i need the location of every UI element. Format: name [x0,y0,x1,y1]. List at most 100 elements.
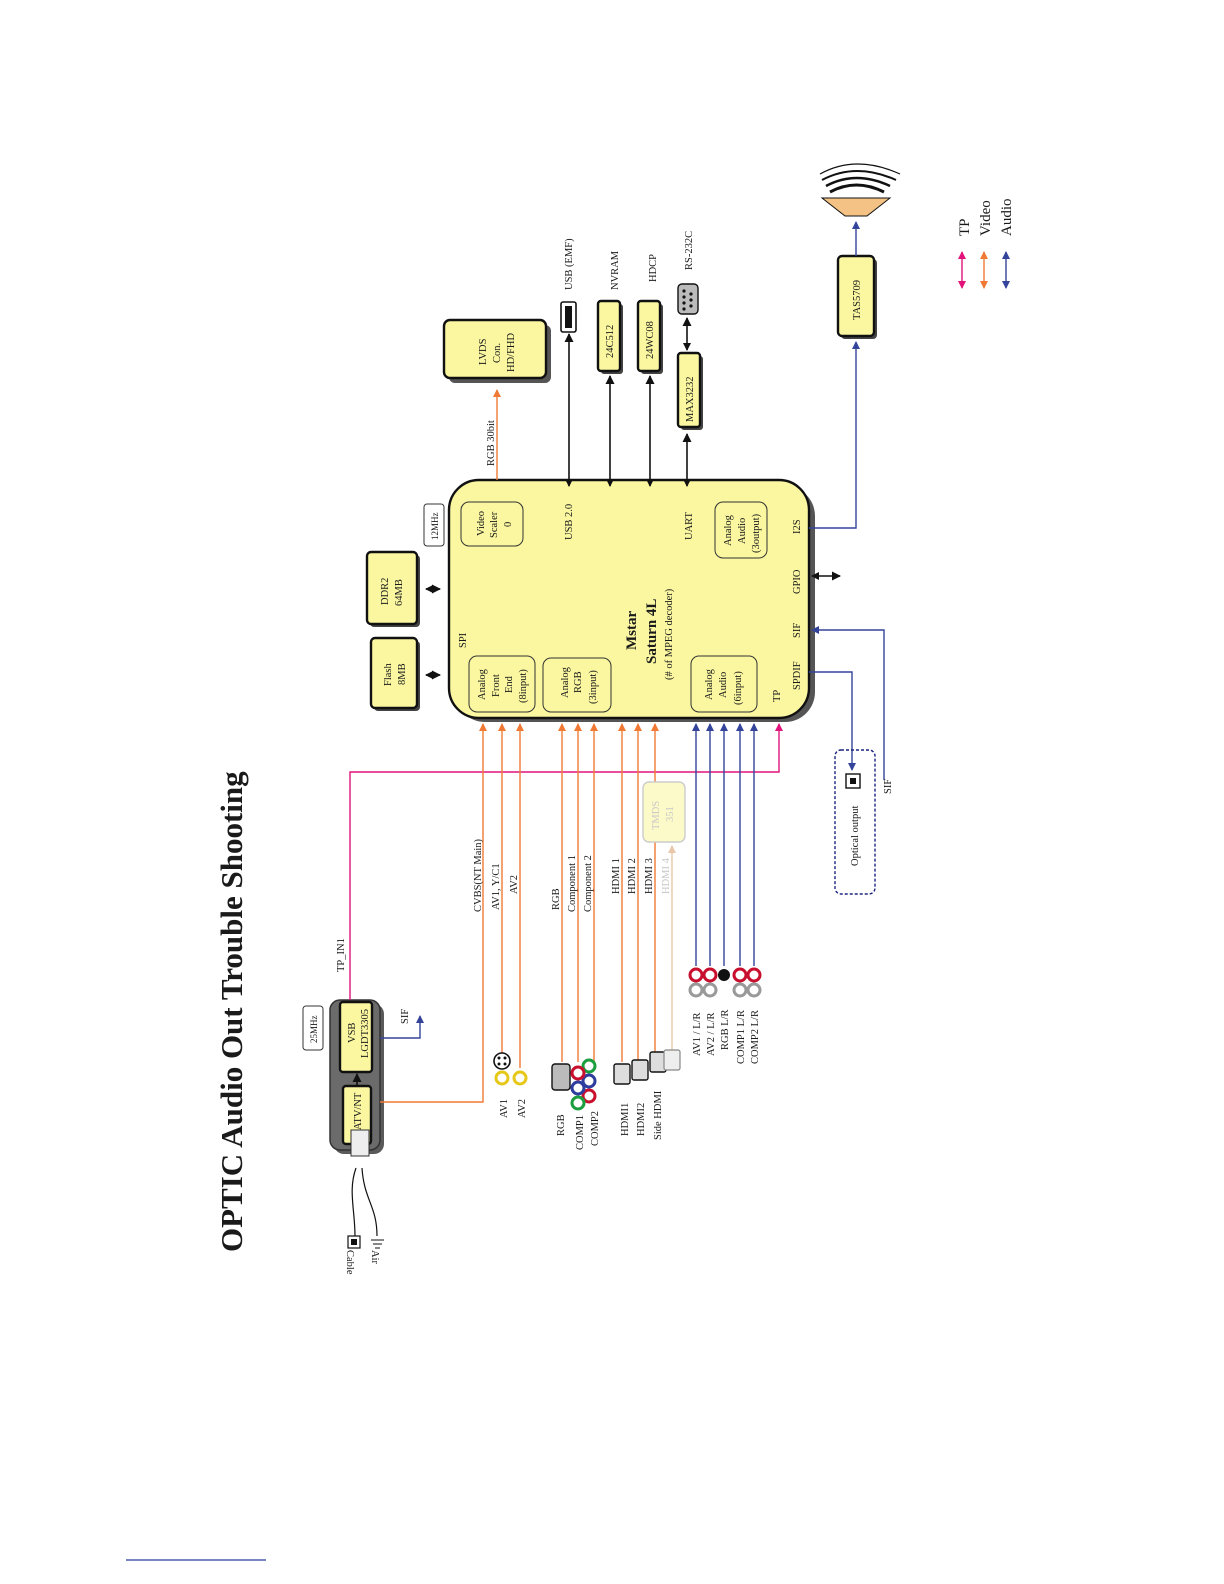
video-in-rgb: RGB [551,888,562,910]
port-gpio: GPIO [792,569,803,594]
crystal-12mhz [423,503,445,547]
port-i2s: I2S [792,519,803,534]
conn-hdmi2: HDMI2 [636,1103,647,1136]
main-chip-name: Mstar [624,611,640,650]
video-in-av2: AV2 [509,875,520,894]
usb-label: USB (EMF) [564,238,575,290]
video-scaler-label-2: Scaler [489,511,500,538]
video-in-comp1: Component 1 [567,855,578,912]
lvds-label-3: HD/FHD [506,332,517,372]
audio-out-label-1: Analog [723,514,734,546]
port-spi: SPI [458,632,469,648]
comp2-audio-r-icon [746,967,762,983]
conn-av2: AV2 [517,1099,528,1118]
av1-audio-l-icon [688,982,704,998]
av2-audio-r-icon [702,967,718,983]
comp1-audio-l-icon [732,982,748,998]
audio-in-av2: AV2 / L/R [706,1012,717,1056]
front-end-block [468,655,536,713]
antenna-air-label: Air [369,1250,380,1265]
hdmi2-connector-icon [631,1059,649,1081]
rgb30-label: RGB 30bit [486,420,497,466]
front-end-label-1: Analog [477,668,488,700]
av2-audio-l-icon [702,982,718,998]
video-in-comp2: Component 2 [583,855,594,912]
tmds-switch [642,781,686,843]
av1-audio-r-icon [688,967,704,983]
ddr-label-2: 64MB [394,579,405,606]
comp1-pr-icon [581,1088,597,1104]
ddr-label-1: DDR2 [380,578,391,605]
analog-rgb-label-3: (3input) [588,670,599,704]
conn-hdmi1: HDMI1 [620,1103,631,1136]
rs232-label: RS-232C [684,231,695,270]
audio-in-rgb: RGB L/R [720,1009,731,1050]
port-uart: UART [684,511,695,540]
crystal-12mhz-label: 12MHz [430,512,440,540]
tuner-module: ATV/NT VSB LGDT3305 [329,999,384,1157]
port-tp: TP [772,690,783,702]
video-scaler-label-3: 0 [503,522,514,527]
max3232-chip [676,351,702,429]
audio-out-block [714,501,768,559]
optical-output-label: Optical output [850,806,861,866]
audio-out-label-2: Audio [737,518,748,544]
front-end-label-3: End [504,675,515,693]
demod-label-2: LGDT3305 [360,1009,371,1058]
nvram-label: NVRAM [610,250,621,290]
analog-rgb-label-2: RGB [573,671,584,693]
hdcp-label: HDCP [648,254,659,282]
page-title: OPTIC Audio Out Trouble Shooting [214,771,249,1252]
legend-video: Video [978,200,994,236]
av1-rca-icon [494,1070,510,1086]
conn-rgb: RGB [556,1114,567,1136]
antenna-cable-label: Cable [344,1250,355,1275]
hdmi1-connector-icon [613,1063,631,1085]
rgb-audio-jack-icon [718,969,730,981]
port-usb: USB 2.0 [564,504,575,540]
nvram-chip-label: 24C512 [605,325,616,358]
flash-chip [369,636,419,710]
rs232-connector-icon [677,283,699,315]
video-in-hdmi2: HDMI 2 [627,858,638,894]
comp2-pb-icon [570,1080,586,1096]
legend-tp: TP [957,218,973,236]
lvds-label-2: Con. [492,343,503,363]
audio-in-label-3: (6input) [733,671,744,705]
audio-in-label-2: Audio [718,672,729,698]
tp-in-label: TP_IN1 [336,938,347,972]
crystal-25mhz-label: 25MHz [309,1015,319,1043]
crystal-25mhz [302,1005,324,1051]
tuner-connector-icon [350,1129,370,1157]
optical-output-frame [834,749,876,895]
hdcp-chip [636,299,662,373]
audio-in-block [690,655,758,713]
flash-label-2: 8MB [397,663,408,685]
main-chip: Mstar Saturn 4L (# of MPEG decoder) Vide… [447,478,815,722]
tmds-label-1: TMDS [651,801,662,830]
tuner-sif-label: SIF [400,1009,411,1024]
video-scaler-block [460,501,524,547]
video-in-hdmi1: HDMI 1 [611,858,622,894]
comp1-audio-r-icon [732,967,748,983]
comp1-pb-icon [581,1073,597,1089]
av2-rca-icon [512,1070,528,1086]
audio-out-label-3: (3output) [751,513,762,553]
antenna-icon [347,1167,384,1249]
optical-sif-label: SIF [883,779,894,794]
main-chip-model: Saturn 4L [644,599,660,664]
vga-connector-icon [551,1063,571,1091]
max3232-label: MAX3232 [685,376,696,422]
lvds-connector [442,318,548,380]
comp2-pr-icon [570,1065,586,1081]
conn-comp2: COMP2 [590,1111,601,1146]
legend: TP Video Audio [957,199,1015,289]
audio-in-comp2: COMP2 L/R [750,1010,761,1064]
analog-rgb-label-1: Analog [560,666,571,698]
legend-audio: Audio [999,199,1015,237]
analog-rgb-block [542,657,612,713]
audio-in-comp1: COMP1 L/R [736,1010,747,1064]
front-end-label-2: Front [491,674,502,697]
audio-in-label-1: Analog [704,668,715,700]
